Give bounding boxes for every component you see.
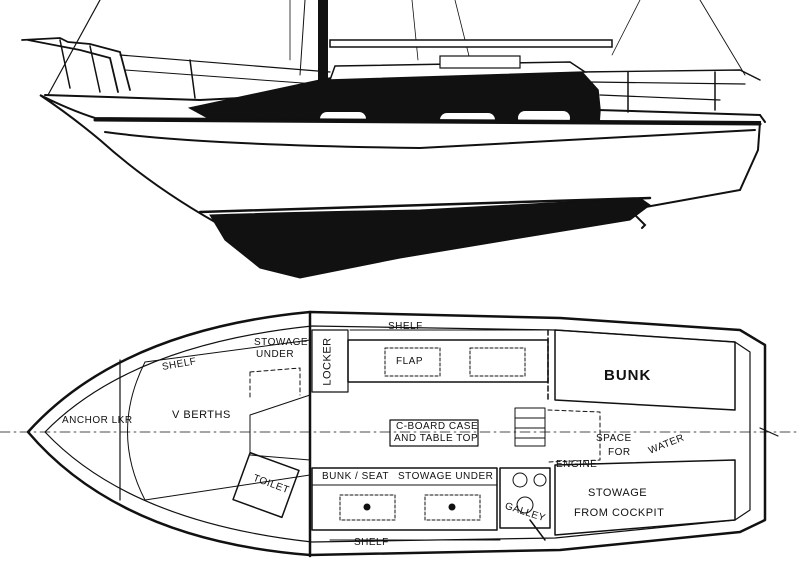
stowage-cockpit-label-2: FROM COCKPIT (574, 507, 665, 519)
shelf-top-label: SHELF (388, 321, 423, 332)
bunk-seat-label: BUNK / SEAT (322, 471, 389, 482)
flap-label: FLAP (396, 356, 424, 367)
profile-view (21, 0, 766, 279)
stowage-cockpit-label-1: STOWAGE (588, 487, 648, 499)
bunk-label: BUNK (604, 367, 652, 384)
stowage-under-long-label: STOWAGE UNDER (398, 471, 494, 482)
stowage-under-label-1: STOWAGE (254, 337, 309, 348)
plan-view (0, 310, 800, 558)
cboard-label-2: AND TABLE TOP (394, 433, 479, 444)
cboard-label-1: C-BOARD CASE (396, 421, 479, 432)
locker-label: LOCKER (321, 337, 334, 386)
shelf-bottom-label: SHELF (354, 537, 389, 548)
engine-label: ENGINE (556, 459, 598, 470)
space-label: SPACE (596, 433, 632, 444)
stowage-under-label-2: UNDER (256, 349, 295, 360)
for-label: FOR (608, 447, 631, 458)
v-berths-label: V BERTHS (172, 409, 231, 421)
anchor-locker-label: ANCHOR LKR (62, 415, 133, 426)
